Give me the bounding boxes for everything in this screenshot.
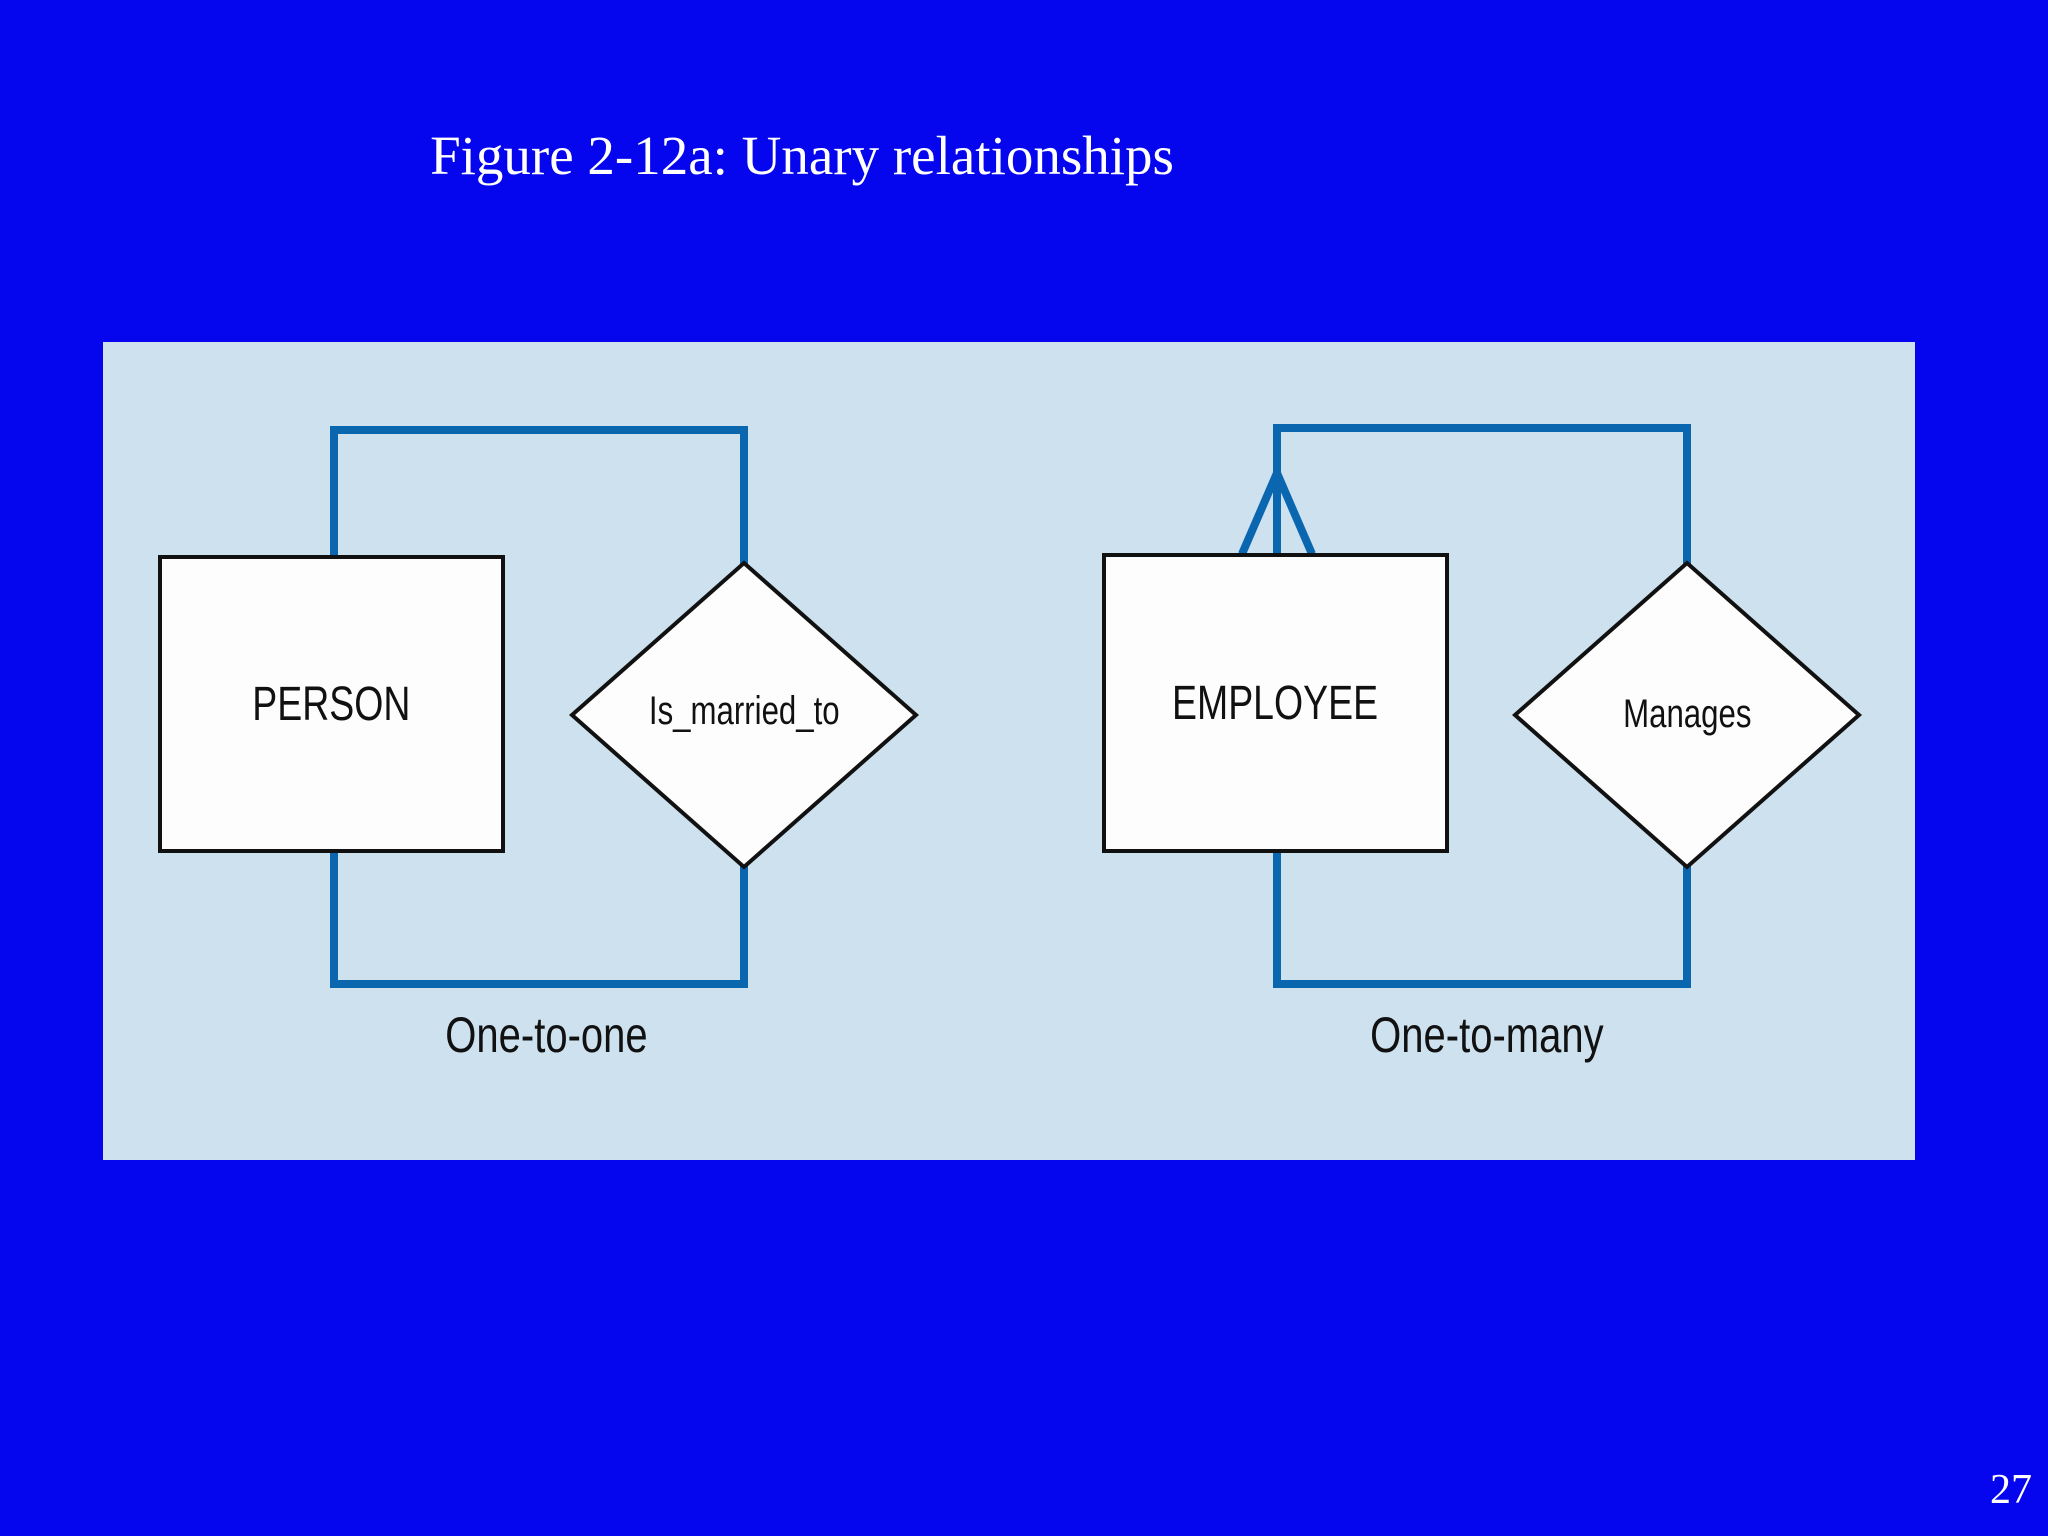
person-entity-box: PERSON [158,555,505,853]
one-to-many-text: One-to-many [1370,1007,1604,1063]
crows-foot-many-icon [1238,471,1316,556]
employee-entity-box: EMPLOYEE [1102,553,1449,853]
is-married-to-label: Is_married_to [544,689,944,734]
slide-title: Figure 2-12a: Unary relationships [430,125,1174,186]
one-to-one-text: One-to-one [444,1007,648,1063]
manages-diamond [1511,560,1863,870]
is-married-to-text: Is_married_to [648,689,840,733]
er-diagram-canvas [330,424,1863,988]
one-to-many-bottom-connector [1273,850,1691,988]
one-to-one-top-connector [330,426,748,565]
person-entity-label: PERSON [252,677,411,731]
one-to-one-label: One-to-one [296,1006,796,1064]
page-number: 27 [1990,1467,2032,1513]
employee-entity-label: EMPLOYEE [1172,676,1379,730]
one-to-one-bottom-connector [330,850,748,988]
manages-text: Manages [1622,692,1752,736]
diagram-panel: PERSON EMPLOYEE Is_married_to Manages On… [103,342,1915,1160]
one-to-many-top-connector [1273,424,1691,565]
is-married-to-diamond [568,560,920,870]
one-to-many-label: One-to-many [1237,1006,1737,1064]
manages-label: Manages [1487,692,1887,737]
